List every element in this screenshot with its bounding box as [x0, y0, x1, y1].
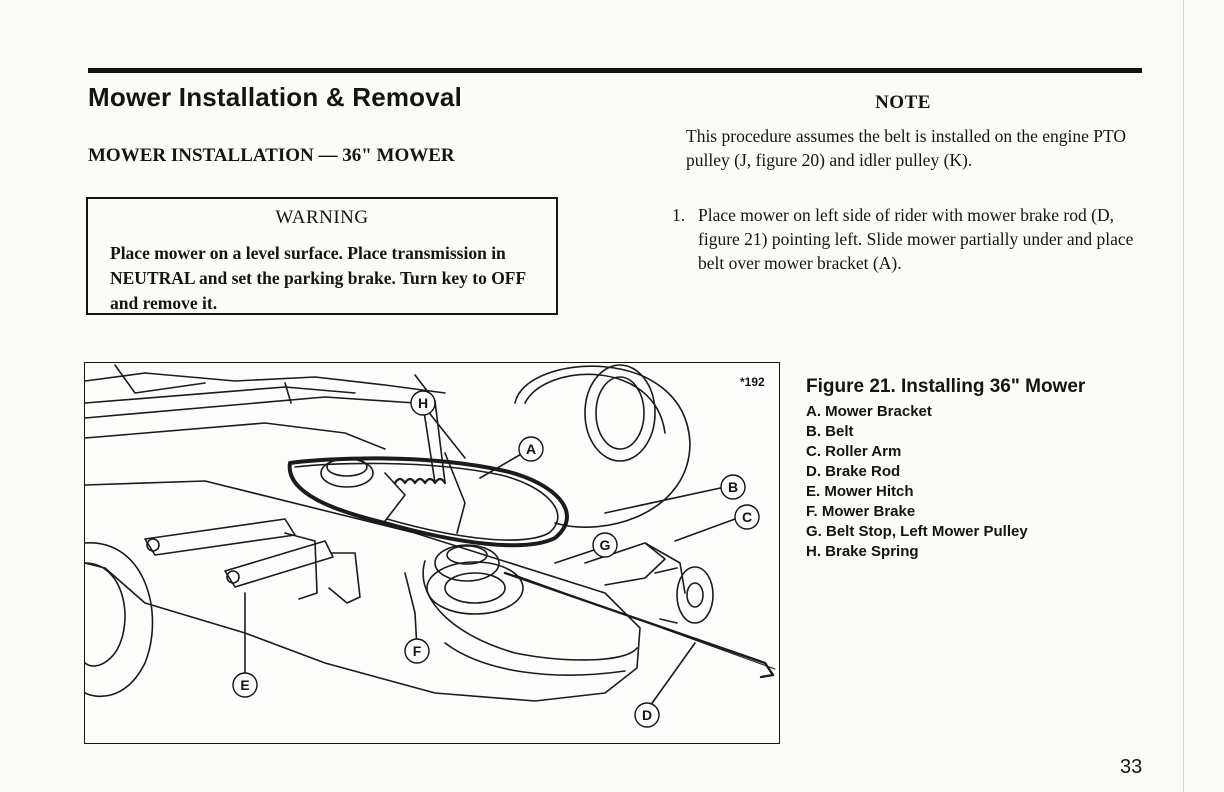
legend-item: H. Brake Spring	[806, 543, 919, 560]
svg-text:G: G	[600, 537, 611, 553]
legend-item: B. Belt	[806, 423, 854, 440]
section-heading: MOWER INSTALLATION — 36" MOWER	[88, 145, 455, 166]
svg-text:A: A	[526, 441, 536, 457]
callout-A: A	[518, 436, 544, 462]
frame-edge	[85, 372, 446, 394]
svg-text:B: B	[728, 479, 738, 495]
page-edge	[1183, 0, 1184, 792]
note-text: This procedure assumes the belt is insta…	[686, 126, 1127, 170]
legend-item: E. Mower Hitch	[806, 483, 914, 500]
hitch-arm-upper	[144, 518, 296, 556]
mower-deck	[85, 480, 641, 702]
callout-C: C	[734, 504, 760, 530]
step-text: Place mower on left side of rider with m…	[698, 205, 1134, 273]
svg-text:E: E	[240, 677, 249, 693]
warning-text: Place mower on a level surface. Place tr…	[110, 243, 526, 313]
legend-item: C. Roller Arm	[806, 443, 902, 460]
callout-B: B	[720, 474, 746, 500]
figure-caption: Figure 21. Installing 36" Mower	[806, 376, 1086, 397]
callout-D: D	[634, 702, 660, 728]
svg-text:C: C	[742, 509, 752, 525]
warning-title: WARNING	[275, 207, 369, 228]
step-number: 1.	[672, 205, 686, 225]
brake-rod	[503, 571, 775, 679]
note-title: NOTE	[875, 92, 931, 113]
callout-H: H	[410, 390, 436, 416]
svg-text:D: D	[642, 707, 652, 723]
legend-item: D. Brake Rod	[806, 463, 901, 480]
hitch-arm-lower	[224, 540, 334, 588]
mower-drawing: H A B C G F E D	[85, 364, 776, 728]
svg-text:H: H	[418, 395, 428, 411]
callout-F: F	[404, 638, 430, 664]
header-rule	[88, 68, 1142, 73]
figure-21-illustration: H A B C G F E D	[84, 362, 780, 744]
rear-tire	[514, 365, 691, 528]
warning-box: WARNING Place mower on a level surface. …	[86, 197, 558, 315]
legend-item: A. Mower Bracket	[806, 403, 932, 420]
legend-item: G. Belt Stop, Left Mower Pulley	[806, 523, 1028, 540]
brake-spring	[393, 477, 447, 485]
page-number: 33	[1120, 756, 1143, 778]
callout-E: E	[232, 672, 258, 698]
svg-text:F: F	[413, 643, 422, 659]
page-title: Mower Installation & Removal	[88, 82, 463, 112]
front-wheel	[85, 542, 154, 698]
figure-legend: A. Mower Bracket B. Belt C. Roller Arm D…	[806, 402, 1028, 562]
roller	[676, 566, 714, 624]
legend-item: F. Mower Brake	[806, 503, 916, 520]
callout-G: G	[592, 532, 618, 558]
figure-id: *192	[740, 375, 765, 389]
